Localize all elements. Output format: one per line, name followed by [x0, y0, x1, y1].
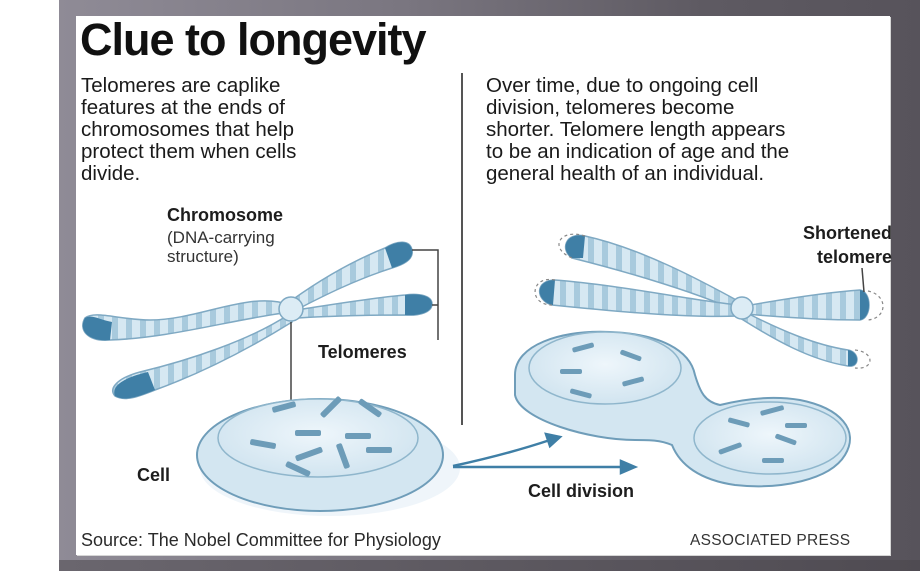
source-footnote: Source: The Nobel Committee for Physiolo… [81, 530, 441, 550]
lost-telomere-outlines [534, 233, 884, 369]
infographic-title: Clue to longevity [80, 14, 427, 65]
chromosome-left-icon [82, 241, 433, 400]
chromosome-right-icon [534, 233, 884, 369]
telomeres-label: Telomeres [318, 342, 407, 362]
dividing-cells-icon [514, 330, 851, 488]
shortened-telomere-callout-line [861, 267, 865, 293]
intro-text-left: Telomeres are caplike features at the en… [81, 74, 297, 185]
cell-icon [196, 396, 460, 516]
shortened-telomere-label: Shortened telomere [802, 223, 892, 267]
credit-line: ASSOCIATED PRESS [690, 532, 851, 549]
chromosome-label: Chromosome [167, 205, 284, 225]
cell-division-label: Cell division [528, 481, 635, 501]
cell-chromosomes-icon [249, 396, 392, 477]
intro-text-right: Over time, due to ongoing cell division,… [486, 74, 790, 185]
column-divider [461, 73, 463, 425]
cell-division-arrows-icon [452, 432, 639, 475]
cell-label: Cell [137, 465, 171, 485]
frame-bottom-shade [59, 560, 920, 571]
chromosome-sublabel: (DNA-carrying structure) [167, 228, 275, 266]
